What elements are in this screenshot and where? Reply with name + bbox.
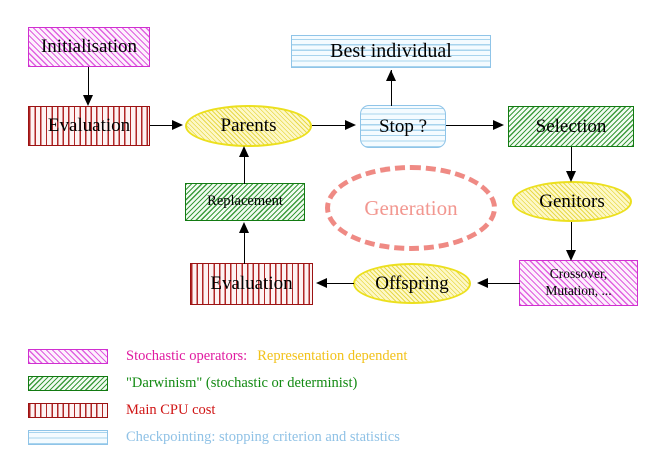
- node-replacement[interactable]: Replacement: [185, 183, 305, 221]
- node-selection-label: Selection: [535, 115, 607, 137]
- edge-evaluation-to-replacement: [244, 226, 246, 264]
- arrowhead-offspring-to-evaluation: [316, 278, 327, 288]
- node-initialisation[interactable]: Initialisation: [28, 27, 150, 67]
- arrowhead-parents-to-stop: [345, 120, 356, 130]
- arrowhead-evaluation-to-replacement: [239, 222, 249, 233]
- arrowhead-initialisation-to-evaluation: [83, 95, 93, 106]
- legend-label-darwinism: "Darwinism" (stochastic or determinist): [126, 374, 358, 391]
- legend-label-checkpointing: Checkpointing: stopping criterion and st…: [126, 428, 400, 445]
- node-offspring[interactable]: Offspring: [353, 263, 471, 304]
- arrowhead-genitors-to-crossover: [566, 250, 576, 261]
- edge-crossover-to-offspring: [480, 283, 520, 285]
- legend-swatch-blue-horizontal-lines: [28, 429, 108, 445]
- node-best-individual-label: Best individual: [330, 40, 452, 62]
- legend-row-checkpointing: Checkpointing: stopping criterion and st…: [28, 429, 400, 445]
- edge-genitors-to-crossover: [571, 222, 573, 255]
- edge-stop-to-selection: [446, 125, 502, 127]
- node-genitors[interactable]: Genitors: [512, 181, 632, 222]
- legend-label-main-cpu-cost: Main CPU cost: [126, 401, 216, 418]
- node-generation-label: Generation: [364, 195, 458, 220]
- legend-label-stochastic-operators: Stochastic operators:: [126, 347, 248, 364]
- node-generation: Generation: [325, 165, 497, 251]
- node-evaluation-top-label: Evaluation: [47, 115, 131, 137]
- node-stop-label: Stop ?: [378, 115, 428, 137]
- node-genitors-label: Genitors: [539, 190, 605, 212]
- node-crossover-mutation[interactable]: Crossover, Mutation, ...: [519, 260, 638, 306]
- arrowhead-evaluation-to-parents: [172, 120, 183, 130]
- legend-row-stochastic: Stochastic operators: Representation depe…: [28, 348, 407, 364]
- legend-text-stochastic: Stochastic operators: Representation depe…: [126, 348, 407, 365]
- edge-offspring-to-evaluation: [322, 283, 354, 285]
- node-offspring-label: Offspring: [375, 272, 449, 294]
- legend-swatch-magenta-diagonal-hatch: [28, 348, 108, 364]
- edge-evaluation-to-parents: [150, 125, 178, 127]
- arrowhead-stop-to-selection: [493, 120, 504, 130]
- edge-stop-to-best-individual: [391, 70, 393, 106]
- legend-swatch-red-vertical-stripes: [28, 402, 108, 418]
- node-initialisation-label: Initialisation: [40, 36, 138, 58]
- node-replacement-label: Replacement: [207, 193, 283, 210]
- node-stop[interactable]: Stop ?: [360, 105, 446, 148]
- edge-parents-to-stop: [312, 125, 354, 127]
- edge-selection-to-genitors: [571, 147, 573, 175]
- legend-text-cpu-cost: Main CPU cost: [126, 402, 215, 419]
- edge-initialisation-to-evaluation: [88, 67, 90, 98]
- arrowhead-stop-to-best-individual: [386, 70, 396, 81]
- node-crossover-mutation-label: Crossover, Mutation, ...: [545, 266, 612, 298]
- legend-text-darwinism: "Darwinism" (stochastic or determinist): [126, 375, 357, 392]
- node-evaluation-top[interactable]: Evaluation: [28, 106, 150, 146]
- node-evaluation-bottom[interactable]: Evaluation: [190, 263, 313, 305]
- legend-swatch-green-diagonal-hatch: [28, 375, 108, 391]
- node-parents-label: Parents: [220, 115, 277, 137]
- edge-replacement-to-parents: [244, 152, 246, 184]
- arrowhead-selection-to-genitors: [566, 171, 576, 182]
- node-parents[interactable]: Parents: [185, 105, 312, 147]
- node-selection[interactable]: Selection: [508, 106, 634, 147]
- legend-row-cpu-cost: Main CPU cost: [28, 402, 215, 418]
- legend-label-representation-dependent: Representation dependent: [257, 347, 408, 364]
- legend-text-checkpointing: Checkpointing: stopping criterion and st…: [126, 429, 400, 446]
- legend-row-darwinism: "Darwinism" (stochastic or determinist): [28, 375, 357, 391]
- node-evaluation-bottom-label: Evaluation: [210, 273, 293, 295]
- arrowhead-crossover-to-offspring: [477, 278, 488, 288]
- node-best-individual[interactable]: Best individual: [291, 35, 491, 68]
- arrowhead-replacement-to-parents: [239, 146, 249, 157]
